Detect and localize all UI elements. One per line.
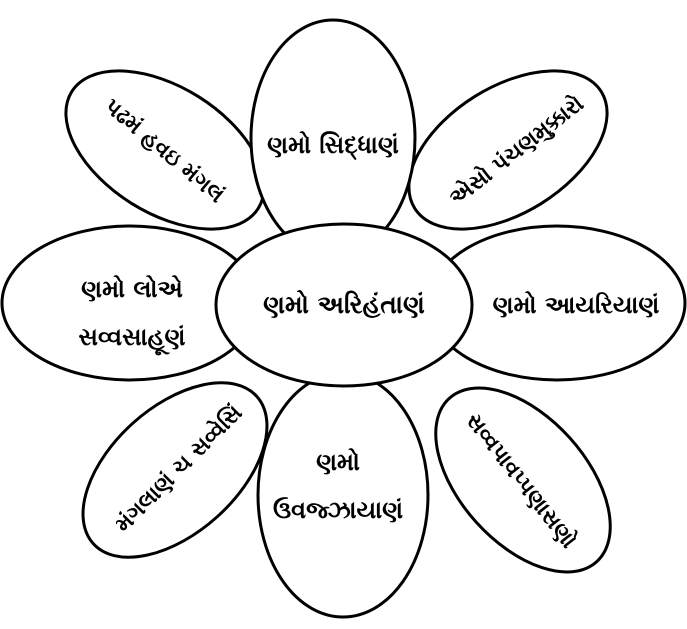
center-ellipse (214, 222, 474, 388)
petal-top-left (64, 69, 266, 231)
petal-bottom-label-line1: ણમો (316, 447, 360, 476)
petal-bottom-right (434, 386, 612, 574)
petal-bottom-left (81, 381, 269, 559)
petal-bottom (256, 371, 430, 619)
petal-left-label-line2: સવ્વસાહૂણં (79, 323, 186, 356)
petal-left-label-line1: ણમો લોએ (81, 274, 183, 303)
petal-top-label: ણમો સિદ્ધાણં (267, 130, 399, 160)
center-label: ણમો અરિહંતાણં (263, 290, 425, 319)
petal-bottom-label-line2: ઉવજ્ઝાયાણં (273, 496, 403, 524)
petal-top-right (407, 69, 609, 231)
petal-right-label: ણમો આયરિયાણં (493, 290, 660, 319)
